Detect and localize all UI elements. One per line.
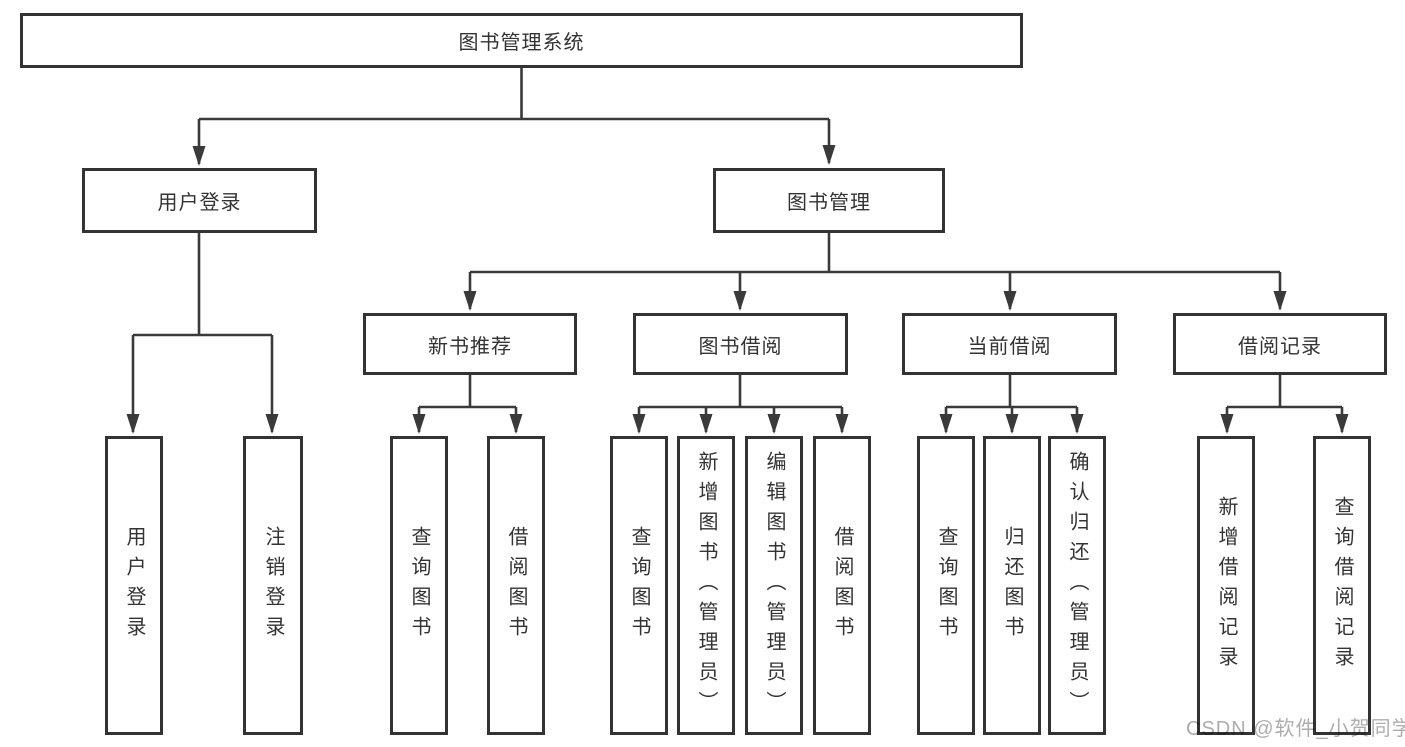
node-label: 图书借阅 (698, 335, 783, 358)
leaf-borrow-books-recommend: 借阅图书 (487, 436, 545, 735)
leaf-label: 查询图书 (408, 525, 430, 646)
node-current-borrowing: 当前借阅 (902, 313, 1117, 375)
node-user-login: 用户登录 (82, 168, 317, 233)
leaf-edit-book-admin: 编辑图书（管理员） (745, 436, 803, 735)
leaf-label: 新增借阅记录 (1215, 495, 1237, 676)
node-label: 图书管理系统 (458, 32, 585, 54)
leaf-label: 新增图书（管理员） (695, 450, 717, 721)
node-label: 图书管理 (787, 192, 871, 214)
node-label: 当前借阅 (967, 335, 1052, 358)
leaf-label: 注销登录 (262, 525, 284, 646)
leaf-add-borrow-record: 新增借阅记录 (1197, 436, 1255, 735)
leaf-label: 确认归还（管理员） (1066, 450, 1088, 721)
leaf-query-books-current: 查询图书 (917, 436, 975, 735)
node-book-management-system: 图书管理系统 (20, 13, 1023, 68)
leaf-confirm-return-admin: 确认归还（管理员） (1048, 436, 1106, 735)
leaf-label: 查询图书 (628, 525, 650, 646)
leaf-label: 查询借阅记录 (1331, 495, 1353, 676)
leaf-query-books-borrow: 查询图书 (610, 436, 668, 735)
node-book-borrowing: 图书借阅 (633, 313, 848, 375)
leaf-query-books-recommend: 查询图书 (390, 436, 448, 735)
node-borrowing-records: 借阅记录 (1173, 313, 1387, 375)
leaf-label: 借阅图书 (505, 525, 527, 646)
leaf-label: 用户登录 (123, 525, 145, 646)
leaf-user-login: 用户登录 (105, 436, 163, 735)
node-label: 新书推荐 (428, 335, 512, 358)
node-book-management: 图书管理 (713, 168, 945, 233)
node-label: 借阅记录 (1238, 335, 1322, 358)
csdn-watermark: CSDN @软件_小贺同学 (1186, 718, 1405, 740)
leaf-return-book: 归还图书 (983, 436, 1041, 735)
leaf-query-borrow-record: 查询借阅记录 (1313, 436, 1371, 735)
leaf-logout: 注销登录 (243, 436, 303, 735)
node-label: 用户登录 (157, 192, 242, 214)
leaf-label: 编辑图书（管理员） (763, 450, 785, 721)
leaf-borrow-books: 借阅图书 (813, 436, 871, 735)
leaf-label: 归还图书 (1001, 525, 1023, 646)
node-new-book-recommendation: 新书推荐 (363, 313, 577, 375)
leaf-label: 查询图书 (935, 525, 957, 646)
leaf-label: 借阅图书 (831, 525, 853, 646)
leaf-add-book-admin: 新增图书（管理员） (677, 436, 735, 735)
